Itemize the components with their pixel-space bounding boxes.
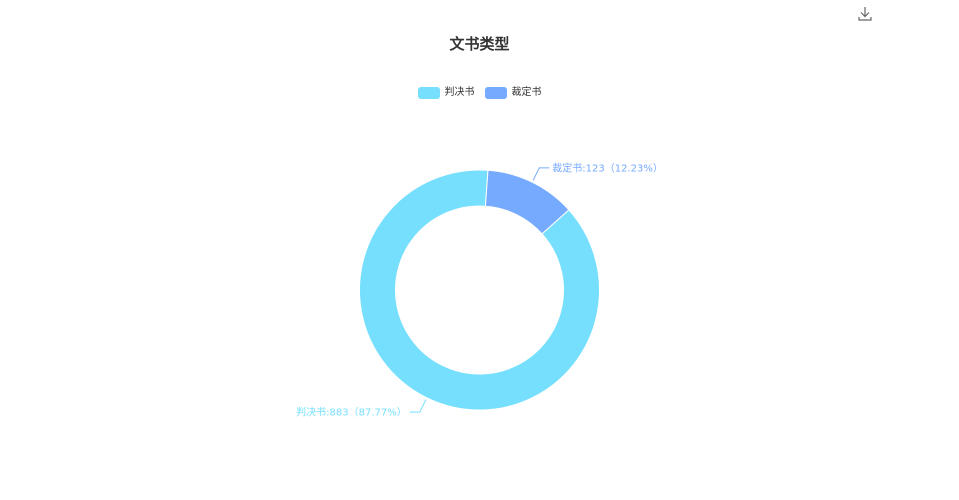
legend: 判决书 裁定书 — [0, 86, 959, 100]
chart-title: 文书类型 — [449, 35, 510, 53]
download-button[interactable] — [855, 4, 875, 24]
legend-item-judgment[interactable]: 判决书 — [417, 86, 475, 100]
legend-label-judgment: 判决书 — [444, 87, 475, 98]
legend-item-ruling[interactable]: 裁定书 — [484, 86, 542, 100]
download-icon — [858, 7, 872, 21]
slice-label-ruling: 裁定书:123（12.23%） — [552, 161, 663, 174]
slice-ruling[interactable] — [484, 169, 570, 235]
legend-swatch-ruling — [484, 87, 507, 99]
leader-line-ruling — [532, 167, 550, 181]
legend-swatch-judgment — [417, 87, 440, 99]
legend-label-ruling: 裁定书 — [511, 87, 542, 98]
leader-line-judgment — [409, 399, 427, 413]
slice-judgment[interactable] — [359, 169, 600, 411]
slice-label-judgment: 判决书:883（87.77%） — [296, 407, 407, 419]
